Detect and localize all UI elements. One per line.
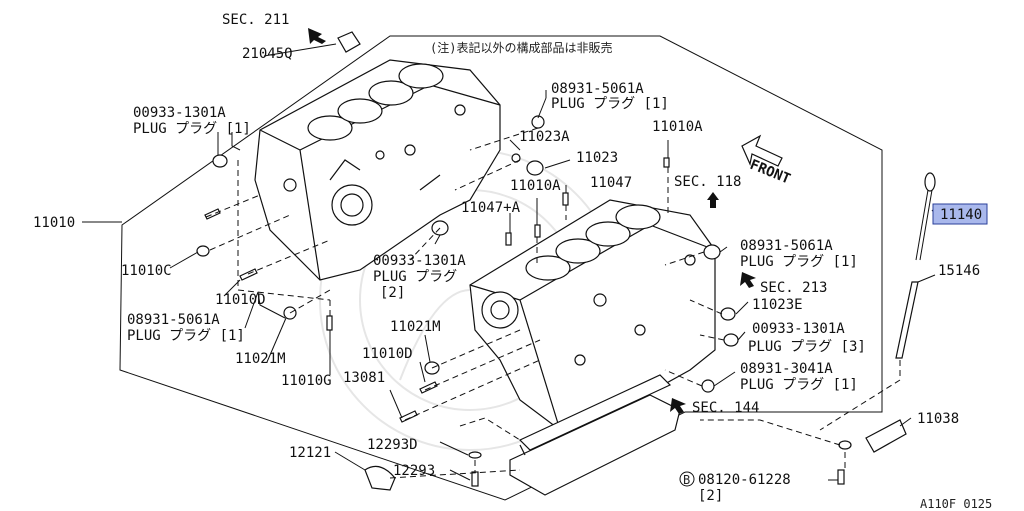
- label-12293d[interactable]: 12293D: [367, 437, 418, 453]
- cylinder-block-left: [254, 59, 501, 281]
- direction-arrows: [308, 28, 783, 414]
- label-11010a-mid[interactable]: 11010A: [510, 178, 561, 194]
- label-plug-right-2: PLUG プラグ [3]: [748, 339, 866, 355]
- label-00933-1301a-tl[interactable]: 00933-1301A: [133, 105, 226, 121]
- label-00933-1301a-mid[interactable]: 00933-1301A: [373, 253, 466, 269]
- label-plug-top: PLUG プラグ [1]: [551, 96, 669, 112]
- label-11010[interactable]: 11010: [33, 215, 75, 231]
- arrow-sec211: [308, 28, 326, 44]
- notice-text: (注)表記以外の構成部品は非販売: [430, 40, 612, 55]
- lower-crankcase: [509, 374, 681, 496]
- label-21045q[interactable]: 21045Q: [242, 46, 293, 62]
- label-11047[interactable]: 11047: [590, 175, 632, 191]
- cylinder-block-right: [469, 199, 716, 431]
- bolt-mark-letter: B: [683, 473, 690, 487]
- front-arrow-icon: [741, 134, 783, 167]
- label-12121[interactable]: 12121: [289, 445, 331, 461]
- label-12293[interactable]: 12293: [393, 463, 435, 479]
- label-plug-left: PLUG プラグ [1]: [127, 328, 245, 344]
- label-plug-right: PLUG プラグ [1]: [740, 254, 858, 270]
- leader-lines: [82, 43, 937, 481]
- label-11010d-center[interactable]: 11010D: [362, 346, 413, 362]
- assembly-outline: [119, 35, 883, 501]
- label-11023e[interactable]: 11023E: [752, 297, 803, 313]
- plugs-and-pins: [196, 31, 845, 491]
- label-08931-3041a[interactable]: 08931-3041A: [740, 361, 833, 377]
- label-11021m-center[interactable]: 11021M: [390, 319, 441, 335]
- label-sec144[interactable]: SEC. 144: [692, 400, 759, 416]
- label-11010a-top[interactable]: 11010A: [652, 119, 703, 135]
- label-13081[interactable]: 13081: [343, 370, 385, 386]
- label-11010c[interactable]: 11010C: [121, 263, 172, 279]
- label-08931-5061a-left[interactable]: 08931-5061A: [127, 312, 220, 328]
- label-11021m-left[interactable]: 11021M: [235, 351, 286, 367]
- label-11038[interactable]: 11038: [917, 411, 959, 427]
- label-plug-right-3: PLUG プラグ [1]: [740, 377, 858, 393]
- label-11023[interactable]: 11023: [576, 150, 618, 166]
- highlight-11140: [932, 203, 988, 225]
- label-00933-1301a-right[interactable]: 00933-1301A: [752, 321, 845, 337]
- label-qty-bolt: [2]: [698, 488, 723, 504]
- label-sec118[interactable]: SEC. 118: [674, 174, 741, 190]
- figure-code: A110F 0125: [920, 497, 992, 511]
- label-qty-mid: [2]: [380, 285, 405, 301]
- part-labels: SEC. 211 21045Q 00933-1301A PLUG プラグ [1]…: [33, 12, 992, 511]
- label-11010g[interactable]: 11010G: [281, 373, 332, 389]
- label-08120-61228[interactable]: 08120-61228: [698, 472, 791, 488]
- label-11047a[interactable]: 11047+A: [461, 200, 521, 216]
- label-08931-5061a-top[interactable]: 08931-5061A: [551, 81, 644, 97]
- label-11010d-left[interactable]: 11010D: [215, 292, 266, 308]
- bolt-mark-circle: [679, 471, 695, 487]
- label-plug-tl: PLUG プラグ [1]: [133, 121, 251, 137]
- assembly-dashed-lines: [205, 127, 901, 479]
- label-sec211[interactable]: SEC. 211: [222, 12, 289, 28]
- label-sec213[interactable]: SEC. 213: [760, 280, 827, 296]
- dipstick-and-tube: [838, 172, 936, 453]
- arrow-sec118: [707, 192, 719, 208]
- label-08931-5061a-right[interactable]: 08931-5061A: [740, 238, 833, 254]
- label-plug-mid: PLUG プラグ: [373, 269, 457, 285]
- label-11023a[interactable]: 11023A: [519, 129, 570, 145]
- label-15146[interactable]: 15146: [938, 263, 980, 279]
- arrow-sec213: [740, 272, 756, 288]
- label-11140[interactable]: 11140: [940, 207, 982, 223]
- arrow-sec144: [670, 398, 686, 414]
